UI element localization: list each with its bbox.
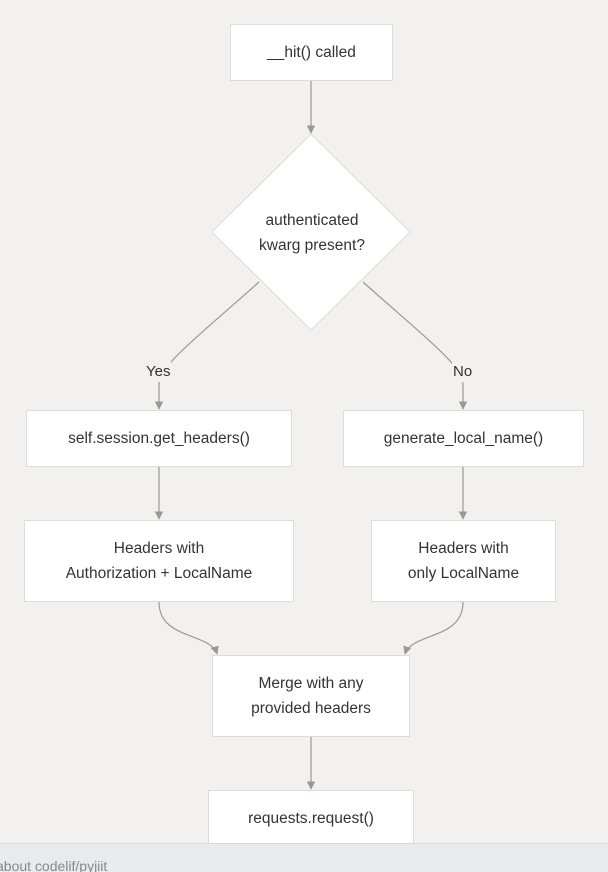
node-auth-headers: Headers with Authorization + LocalName: [24, 520, 294, 602]
node-gen-name: generate_local_name(): [343, 410, 584, 467]
node-request: requests.request(): [208, 790, 414, 847]
node-decision-line-2: kwarg present?: [259, 237, 365, 254]
node-gen-name-label: generate_local_name(): [383, 430, 544, 447]
node-decision-label: authenticated kwarg present?: [232, 208, 392, 258]
node-merge-line-1: Merge with any: [258, 675, 364, 692]
edge-local-headers-to-merge: [403, 601, 464, 655]
node-merge-line-2: provided headers: [251, 700, 371, 717]
edge-label-yes: Yes: [145, 362, 172, 382]
node-auth-headers-line-1: Headers with: [113, 540, 205, 557]
node-local-headers-line-1: Headers with: [418, 540, 509, 557]
decision-diamond: [211, 133, 411, 331]
node-start: __hit() called: [230, 24, 393, 81]
footer-bar[interactable]: about codelif/pyjiit: [0, 843, 608, 872]
edge-decision-to-gen-name: [362, 281, 468, 410]
edge-label-no: No: [452, 362, 474, 382]
node-start-label: __hit() called: [267, 44, 356, 61]
node-merge: Merge with any provided headers: [212, 655, 410, 737]
node-local-headers: Headers with only LocalName: [371, 520, 556, 602]
node-local-headers-line-2: only LocalName: [407, 565, 520, 582]
edge-auth-headers-to-merge: [158, 601, 219, 655]
flowchart-canvas: __hit() called authenticated kwarg prese…: [24, 24, 584, 847]
node-decision-line-1: authenticated: [265, 212, 359, 229]
footer-link[interactable]: about codelif/pyjiit: [0, 858, 108, 872]
node-request-label: requests.request(): [248, 810, 374, 827]
edge-decision-to-get-headers: [154, 281, 260, 410]
node-get-headers: self.session.get_headers(): [26, 410, 292, 467]
node-get-headers-label: self.session.get_headers(): [68, 430, 250, 447]
node-auth-headers-line-2: Authorization + LocalName: [65, 565, 253, 582]
